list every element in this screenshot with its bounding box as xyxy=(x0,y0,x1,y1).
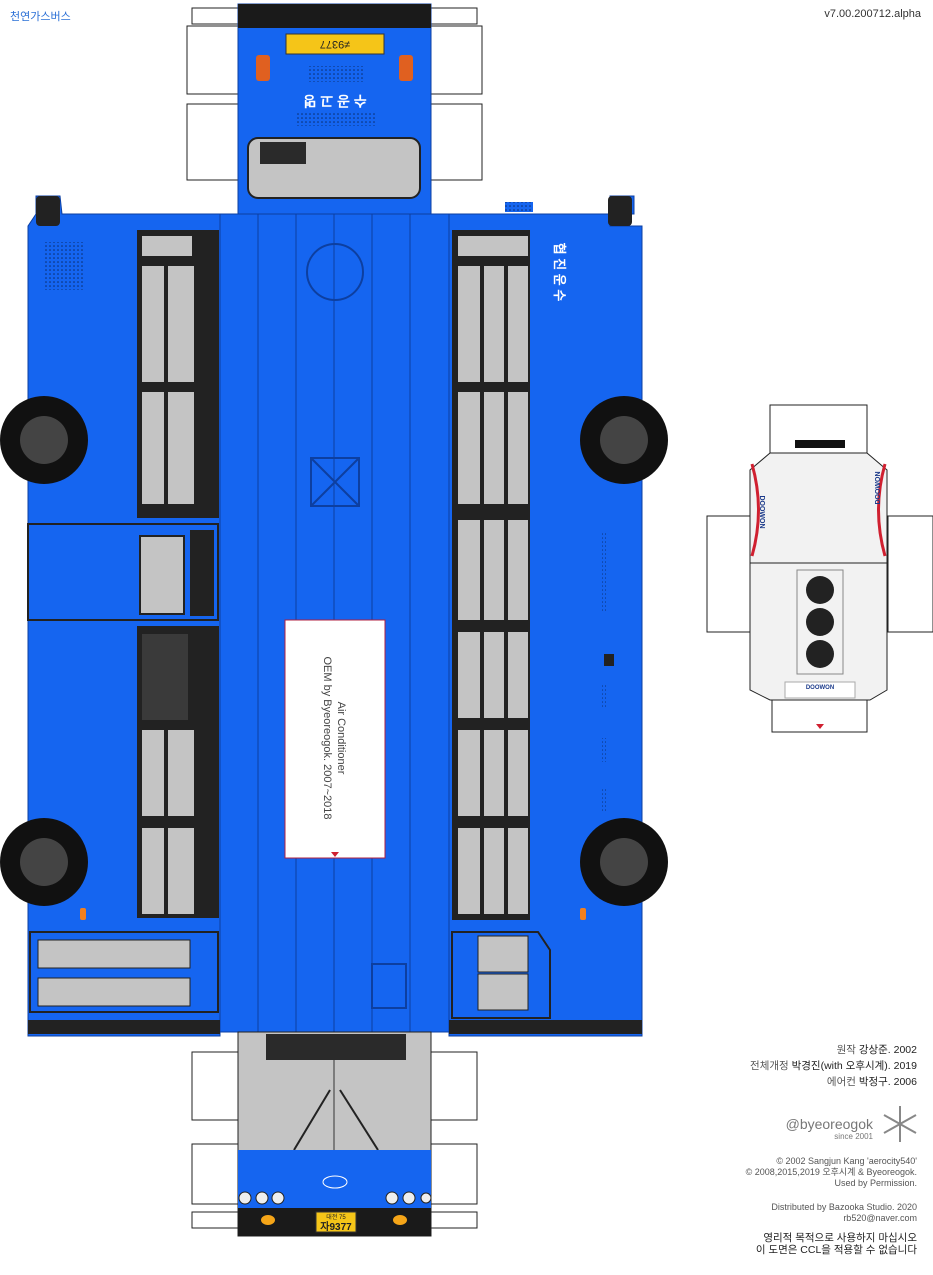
ac-panel-title: Air Conditioner xyxy=(335,702,347,775)
side-company-sign: 협 진 운 수 xyxy=(552,243,567,302)
rear-plate: ≠9377 xyxy=(320,38,351,50)
glue-tabs-top xyxy=(186,7,483,181)
credit-revision: 전체개정 박경진(with 오후시계). 2019 xyxy=(750,1060,917,1072)
roof xyxy=(219,213,450,1033)
front-face xyxy=(237,1031,432,1237)
notice-line-2: 이 도면은 CCL을 적용할 수 없습니다 xyxy=(755,1244,917,1256)
right-side xyxy=(448,195,668,1037)
ac-unit-net xyxy=(706,404,933,733)
ac-unit-brand-right: DOOWON xyxy=(875,471,882,504)
ac-unit-brand-left: DOOWON xyxy=(758,495,765,528)
category-label: 천연가스버스 xyxy=(10,11,71,23)
distribution-line-1: Distributed by Bazooka Studio. 2020 xyxy=(771,1202,917,1212)
front-plate-number: 자9377 xyxy=(320,1220,352,1233)
usage-notice: 영리적 목적으로 사용하지 마십시오 이 도면은 CCL을 적용할 수 없습니다 xyxy=(756,1232,917,1256)
notice-line-1: 영리적 목적으로 사용하지 마십시오 xyxy=(763,1232,917,1244)
front-plate-region: 대전 75 xyxy=(326,1213,346,1221)
credit-aircon: 에어컨 박정구. 2006 xyxy=(826,1076,917,1088)
snowflake-logo xyxy=(883,1106,917,1142)
copyright-line-2: © 2008,2015,2019 오후시계 & Byeoreogok. xyxy=(745,1167,917,1177)
brand-handle: @byeoreogok xyxy=(785,1116,873,1132)
copyright-line-1: © 2002 Sangjun Kang 'aerocity540' xyxy=(776,1156,917,1166)
left-side xyxy=(0,195,221,1037)
brand-block: @byeoreogok since 2001 xyxy=(786,1116,873,1141)
copyright-block: © 2002 Sangjun Kang 'aerocity540' © 2008… xyxy=(746,1156,917,1189)
rear-face xyxy=(237,3,432,215)
copyright-line-3: Used by Permission. xyxy=(834,1178,917,1188)
distribution-block: Distributed by Bazooka Studio. 2020 rb52… xyxy=(771,1202,917,1224)
version-label: v7.00.200712.alpha xyxy=(824,8,921,20)
ac-panel-credit: OEM by Byeoreogok. 2007~2018 xyxy=(321,657,333,820)
distribution-email: rb520@naver.com xyxy=(843,1213,917,1223)
credit-original: 원작 강상준. 2002 xyxy=(836,1044,917,1056)
rear-route-sign: 수 공 고 명 xyxy=(303,93,366,109)
brand-since: since 2001 xyxy=(834,1132,873,1141)
credits-block: 원작 강상준. 2002 전체개정 박경진(with 오후시계). 2019 에… xyxy=(750,1042,917,1090)
ac-unit-brand-bottom: DOOWON xyxy=(806,685,834,691)
